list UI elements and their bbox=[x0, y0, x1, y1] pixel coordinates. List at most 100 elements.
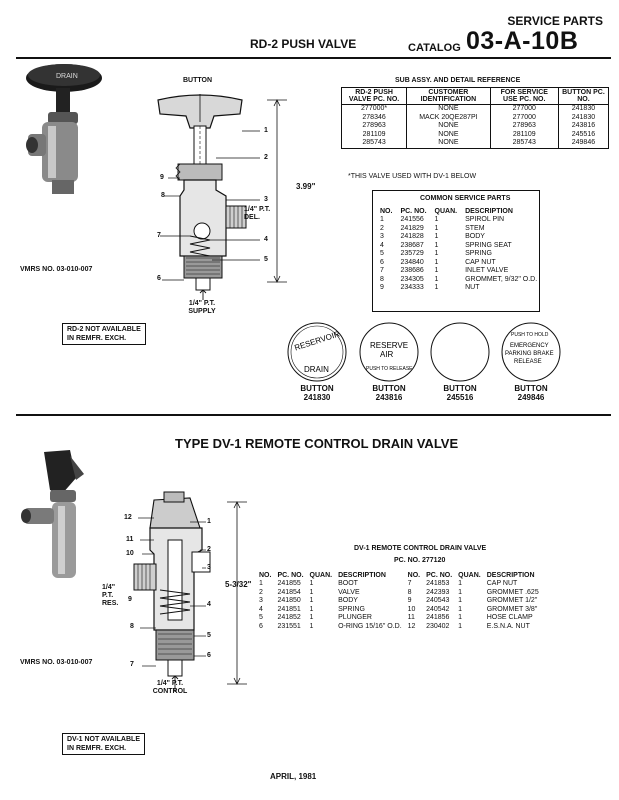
table-cell: 1 bbox=[309, 622, 314, 630]
table-cell: 241851 bbox=[277, 605, 301, 613]
table-cell: SPRING SEAT bbox=[465, 241, 512, 249]
button-caption-label: BUTTON bbox=[443, 384, 477, 393]
button-face-text: RELEASE bbox=[514, 359, 542, 365]
dv1-callout-10: 10 bbox=[126, 550, 134, 557]
table-cell: 231551 bbox=[277, 622, 301, 630]
dv1-callout-11: 11 bbox=[126, 536, 134, 543]
rd2-callout-8: 8 bbox=[161, 192, 165, 199]
table-cell: 1 bbox=[380, 216, 384, 223]
common-parts-header: PC. NO. bbox=[400, 208, 427, 215]
button-caption: BUTTON 245516 bbox=[425, 384, 495, 402]
table-cell: 5 bbox=[380, 250, 384, 257]
dv1-parts-header: NO. bbox=[259, 572, 272, 579]
dv1-title: TYPE DV-1 REMOTE CONTROL DRAIN VALVE bbox=[175, 436, 459, 451]
table-cell: 4 bbox=[380, 241, 384, 249]
table-cell: 1 bbox=[434, 267, 439, 274]
table-cell: 1 bbox=[309, 597, 314, 604]
table-cell: 1 bbox=[309, 588, 314, 596]
table-cell: 241850 bbox=[277, 597, 301, 604]
rd2-not-available-line1: RD-2 NOT AVAILABLE bbox=[67, 326, 141, 333]
dv1-parts-header: DESCRIPTION bbox=[338, 572, 386, 579]
button-face-text: PUSH TO HOLD bbox=[511, 332, 549, 338]
photo-lettering: DRAIN bbox=[56, 73, 78, 80]
dv1-control-port-label: 1/4" P.T. CONTROL bbox=[152, 680, 188, 695]
button-caption-label: BUTTON bbox=[372, 384, 406, 393]
table-cell: 1 bbox=[434, 224, 439, 232]
dv1-callout-3: 3 bbox=[207, 564, 211, 571]
table-cell: 1 bbox=[434, 216, 439, 223]
table-cell: 1 bbox=[458, 605, 463, 613]
common-parts-header: NO. bbox=[380, 208, 393, 215]
table-row: 278963 NONE 278963 243816 bbox=[340, 122, 610, 131]
table-cell: HOSE CLAMP bbox=[486, 614, 533, 621]
table-cell: BODY bbox=[465, 233, 485, 240]
button-face-text: DRAIN bbox=[304, 365, 329, 374]
dv1-valve-photo bbox=[21, 450, 84, 578]
table-cell: 7 bbox=[407, 580, 412, 587]
table-cell: 277000 bbox=[489, 104, 559, 114]
table-cell: 5 bbox=[259, 614, 263, 621]
footer-date: APRIL, 1981 bbox=[270, 772, 317, 781]
rd2-supply-port-label: 1/4" P.T. SUPPLY bbox=[188, 300, 216, 315]
table-cell: CAP NUT bbox=[465, 258, 496, 266]
dv1-parts-header: PC. NO. bbox=[277, 572, 304, 579]
rd2-callout-9: 9 bbox=[160, 174, 164, 181]
sub-assy-header: BUTTON PC. NO. bbox=[557, 87, 610, 105]
table-cell: 1 bbox=[434, 284, 439, 291]
table-cell: 1 bbox=[458, 580, 463, 587]
sub-assy-header: CUSTOMER IDENTIFICATION bbox=[406, 87, 491, 105]
table-cell: 241853 bbox=[426, 580, 450, 587]
common-parts-title: COMMON SERVICE PARTS bbox=[420, 195, 511, 202]
table-cell: 1 bbox=[309, 605, 314, 613]
dv1-parts-title: DV-1 REMOTE CONTROL DRAIN VALVE bbox=[354, 545, 487, 552]
button-caption: BUTTON 249846 bbox=[496, 384, 566, 402]
table-cell: 9 bbox=[407, 597, 412, 604]
table-cell: 6 bbox=[259, 622, 263, 630]
sub-assy-header: RD-2 PUSH VALVE PC. NO. bbox=[340, 87, 408, 105]
dv1-callout-8: 8 bbox=[130, 623, 134, 630]
table-cell: 2 bbox=[380, 224, 384, 232]
table-cell: 285743 bbox=[340, 139, 408, 149]
table-cell: 238686 bbox=[400, 267, 424, 274]
table-cell: 6 bbox=[380, 258, 384, 266]
rd2-dimension-line bbox=[267, 99, 287, 283]
table-cell: INLET VALVE bbox=[465, 267, 509, 274]
table-row: 277000* NONE 277000 241830 bbox=[340, 104, 610, 114]
table-cell: VALVE bbox=[338, 588, 360, 596]
table-cell: 1 bbox=[434, 250, 439, 257]
table-row: 7 238686 1 INLET VALVE bbox=[376, 267, 541, 276]
button-face-text: EMERGENCY bbox=[510, 343, 549, 349]
table-cell: STEM bbox=[465, 224, 485, 232]
table-cell: 240542 bbox=[426, 605, 450, 613]
table-cell: 1 bbox=[309, 580, 314, 587]
table-cell: 1 bbox=[458, 614, 463, 621]
button-face-243816: RESERVE AIR PUSH TO RELEASE bbox=[359, 322, 419, 382]
rd2-callout-1: 1 bbox=[264, 127, 268, 134]
button-face-text: AIR bbox=[380, 350, 394, 359]
sub-assy-table: RD-2 PUSH VALVE PC. NO. CUSTOMER IDENTIF… bbox=[340, 87, 610, 149]
sub-assy-header: FOR SERVICE USE PC. NO. bbox=[489, 87, 559, 105]
dv1-callout-7: 7 bbox=[130, 661, 134, 668]
table-cell: 241855 bbox=[277, 580, 301, 587]
dv1-res-port-label: 1/4" P.T. RES. bbox=[102, 584, 119, 607]
dv1-parts-table: NO. PC. NO. QUAN. DESCRIPTION NO. PC. NO… bbox=[256, 571, 542, 631]
table-cell: 285743 bbox=[489, 139, 559, 149]
catalog-number: 03-A-10B bbox=[466, 27, 579, 55]
table-cell: NUT bbox=[465, 284, 480, 291]
rd2-not-available-line2: IN REMFR. EXCH. bbox=[67, 335, 127, 342]
table-cell: NONE bbox=[406, 122, 491, 131]
catalog-label: CATALOG bbox=[408, 42, 461, 54]
table-cell: 7 bbox=[380, 267, 384, 274]
table-cell: 277000 bbox=[489, 113, 559, 122]
table-cell: 241852 bbox=[277, 614, 301, 621]
table-cell: 238687 bbox=[400, 241, 424, 249]
button-face-241830: RESERVOIR DRAIN bbox=[287, 322, 347, 382]
dv1-callout-2: 2 bbox=[207, 546, 211, 553]
